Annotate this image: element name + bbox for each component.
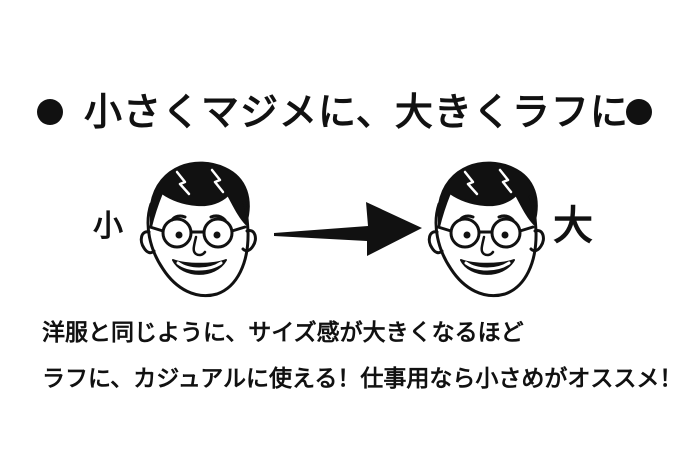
face-illustration-small — [139, 155, 257, 305]
right-arrow-icon — [272, 196, 424, 260]
large-size-label: 大 — [553, 203, 593, 249]
headline-row: 小さくマジメに、大きくラフに — [0, 84, 700, 140]
small-size-label: 小 — [93, 209, 123, 244]
black-circle-icon — [37, 99, 63, 125]
headline: 小さくマジメに、大きくラフに — [84, 90, 629, 134]
caption-line-1: 洋服と同じように、サイズ感が大きくなるほど — [42, 320, 524, 346]
caption-line-2: ラフに、カジュアルに使える！仕事用なら小さめがオススメ！ — [42, 366, 683, 392]
black-circle-icon — [626, 99, 652, 125]
face-illustration-large — [427, 155, 545, 305]
